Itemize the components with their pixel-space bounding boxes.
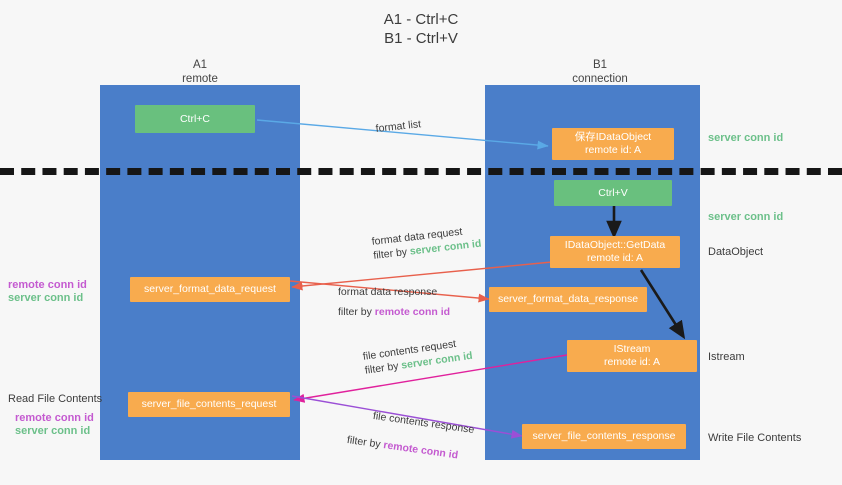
- diagram-title: A1 - Ctrl+C B1 - Ctrl+V: [0, 10, 842, 48]
- node-ctrl-c-label: Ctrl+C: [179, 112, 211, 125]
- node-server-format-data-response-label: server_format_data_response: [497, 293, 639, 305]
- caption-format-data-response: format data response: [338, 285, 437, 299]
- node-server-file-contents-request[interactable]: server_file_contents_request: [128, 392, 290, 417]
- title-line-2: B1 - Ctrl+V: [384, 30, 458, 47]
- node-ctrl-c[interactable]: Ctrl+C: [135, 105, 255, 133]
- node-ctrl-v-label: Ctrl+V: [598, 186, 628, 199]
- node-server-format-data-response[interactable]: server_format_data_response: [489, 287, 647, 312]
- label-server-conn-id-mid-left: server conn id: [8, 292, 84, 304]
- label-server-conn-id-top: server conn id: [708, 132, 784, 144]
- title-line-1: A1 - Ctrl+C: [383, 11, 459, 28]
- label-dataobject: DataObject: [708, 246, 764, 258]
- edge-format-data-response: [289, 280, 490, 303]
- node-register-idataobject-label: 保存IDataObject: [574, 131, 652, 143]
- edge-file-contents-response: [291, 395, 523, 439]
- edge-format-list: [256, 119, 549, 150]
- lane-b1-subtitle: connection: [572, 73, 628, 85]
- node-idataobject-getdata[interactable]: IDataObject::GetData remote id: A: [550, 236, 680, 268]
- node-istream-sub: remote id: A: [603, 356, 661, 368]
- edge-file-contents-request: [293, 354, 568, 403]
- lane-header-a1: A1 remote: [140, 58, 260, 86]
- lane-a1-subtitle: remote: [182, 73, 218, 85]
- edge-format-data-request: [291, 261, 553, 291]
- node-server-format-data-request[interactable]: server_format_data_request: [130, 277, 290, 302]
- caption-fdresp-filter-key: remote conn id: [374, 306, 451, 318]
- node-ctrl-v[interactable]: Ctrl+V: [554, 180, 672, 206]
- node-register-idataobject-sub: remote id: A: [584, 144, 642, 156]
- label-server-conn-id-mid: server conn id: [708, 211, 784, 223]
- label-remote-conn-id-bottom: remote conn id: [15, 412, 94, 424]
- label-server-conn-id-bottom: server conn id: [15, 425, 91, 437]
- node-server-file-contents-request-label: server_file_contents_request: [141, 398, 277, 410]
- lane-header-b1: B1 connection: [540, 58, 660, 86]
- label-read-file-contents: Read File Contents: [8, 393, 103, 405]
- node-istream-label: IStream: [613, 343, 651, 355]
- node-istream[interactable]: IStream remote id: A: [567, 340, 697, 372]
- phase-separator: [0, 168, 842, 175]
- node-server-format-data-request-label: server_format_data_request: [144, 283, 276, 295]
- node-server-file-contents-response-label: server_file_contents_response: [532, 430, 676, 442]
- node-idataobject-getdata-label: IDataObject::GetData: [564, 239, 666, 251]
- lane-a1-name: A1: [192, 59, 208, 71]
- lane-b1-name: B1: [592, 59, 608, 71]
- node-register-idataobject[interactable]: 保存IDataObject remote id: A: [552, 128, 674, 160]
- label-remote-conn-id-mid: remote conn id: [8, 279, 87, 291]
- edge-getdata-to-istream: [639, 269, 686, 340]
- label-write-file-contents: Write File Contents: [708, 432, 802, 444]
- caption-format-data-response-main: format data response: [338, 286, 438, 298]
- caption-fdresp-filter-prefix: filter by: [338, 306, 375, 318]
- caption-format-data-response-filter: filter by remote conn id: [338, 305, 450, 319]
- label-istream: Istream: [708, 351, 745, 363]
- node-idataobject-getdata-sub: remote id: A: [586, 252, 644, 264]
- node-server-file-contents-response[interactable]: server_file_contents_response: [522, 424, 686, 449]
